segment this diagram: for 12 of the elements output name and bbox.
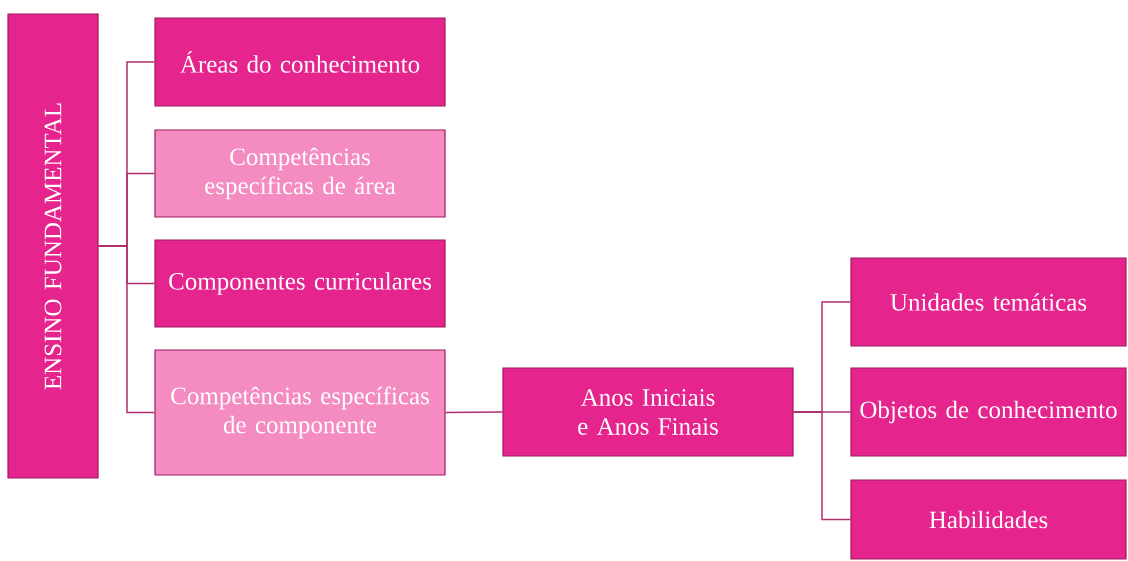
title-box: ENSINO FUNDAMENTAL	[7, 13, 99, 479]
topic-box: Objetos de conhecimento	[850, 367, 1127, 457]
connector	[792, 411, 852, 521]
connector	[97, 245, 156, 414]
topic-box: Habilidades	[850, 479, 1127, 560]
topic-box: Competências específicas de área	[154, 129, 446, 218]
topic-box: Competências específicas de componente	[154, 349, 446, 476]
connector	[444, 411, 504, 414]
topic-box: Áreas do conhecimento	[154, 17, 446, 107]
topic-box: Anos Iniciais e Anos Finais	[502, 367, 794, 457]
topic-box: Componentes curriculares	[154, 239, 446, 328]
topic-box: Unidades temáticas	[850, 257, 1127, 347]
